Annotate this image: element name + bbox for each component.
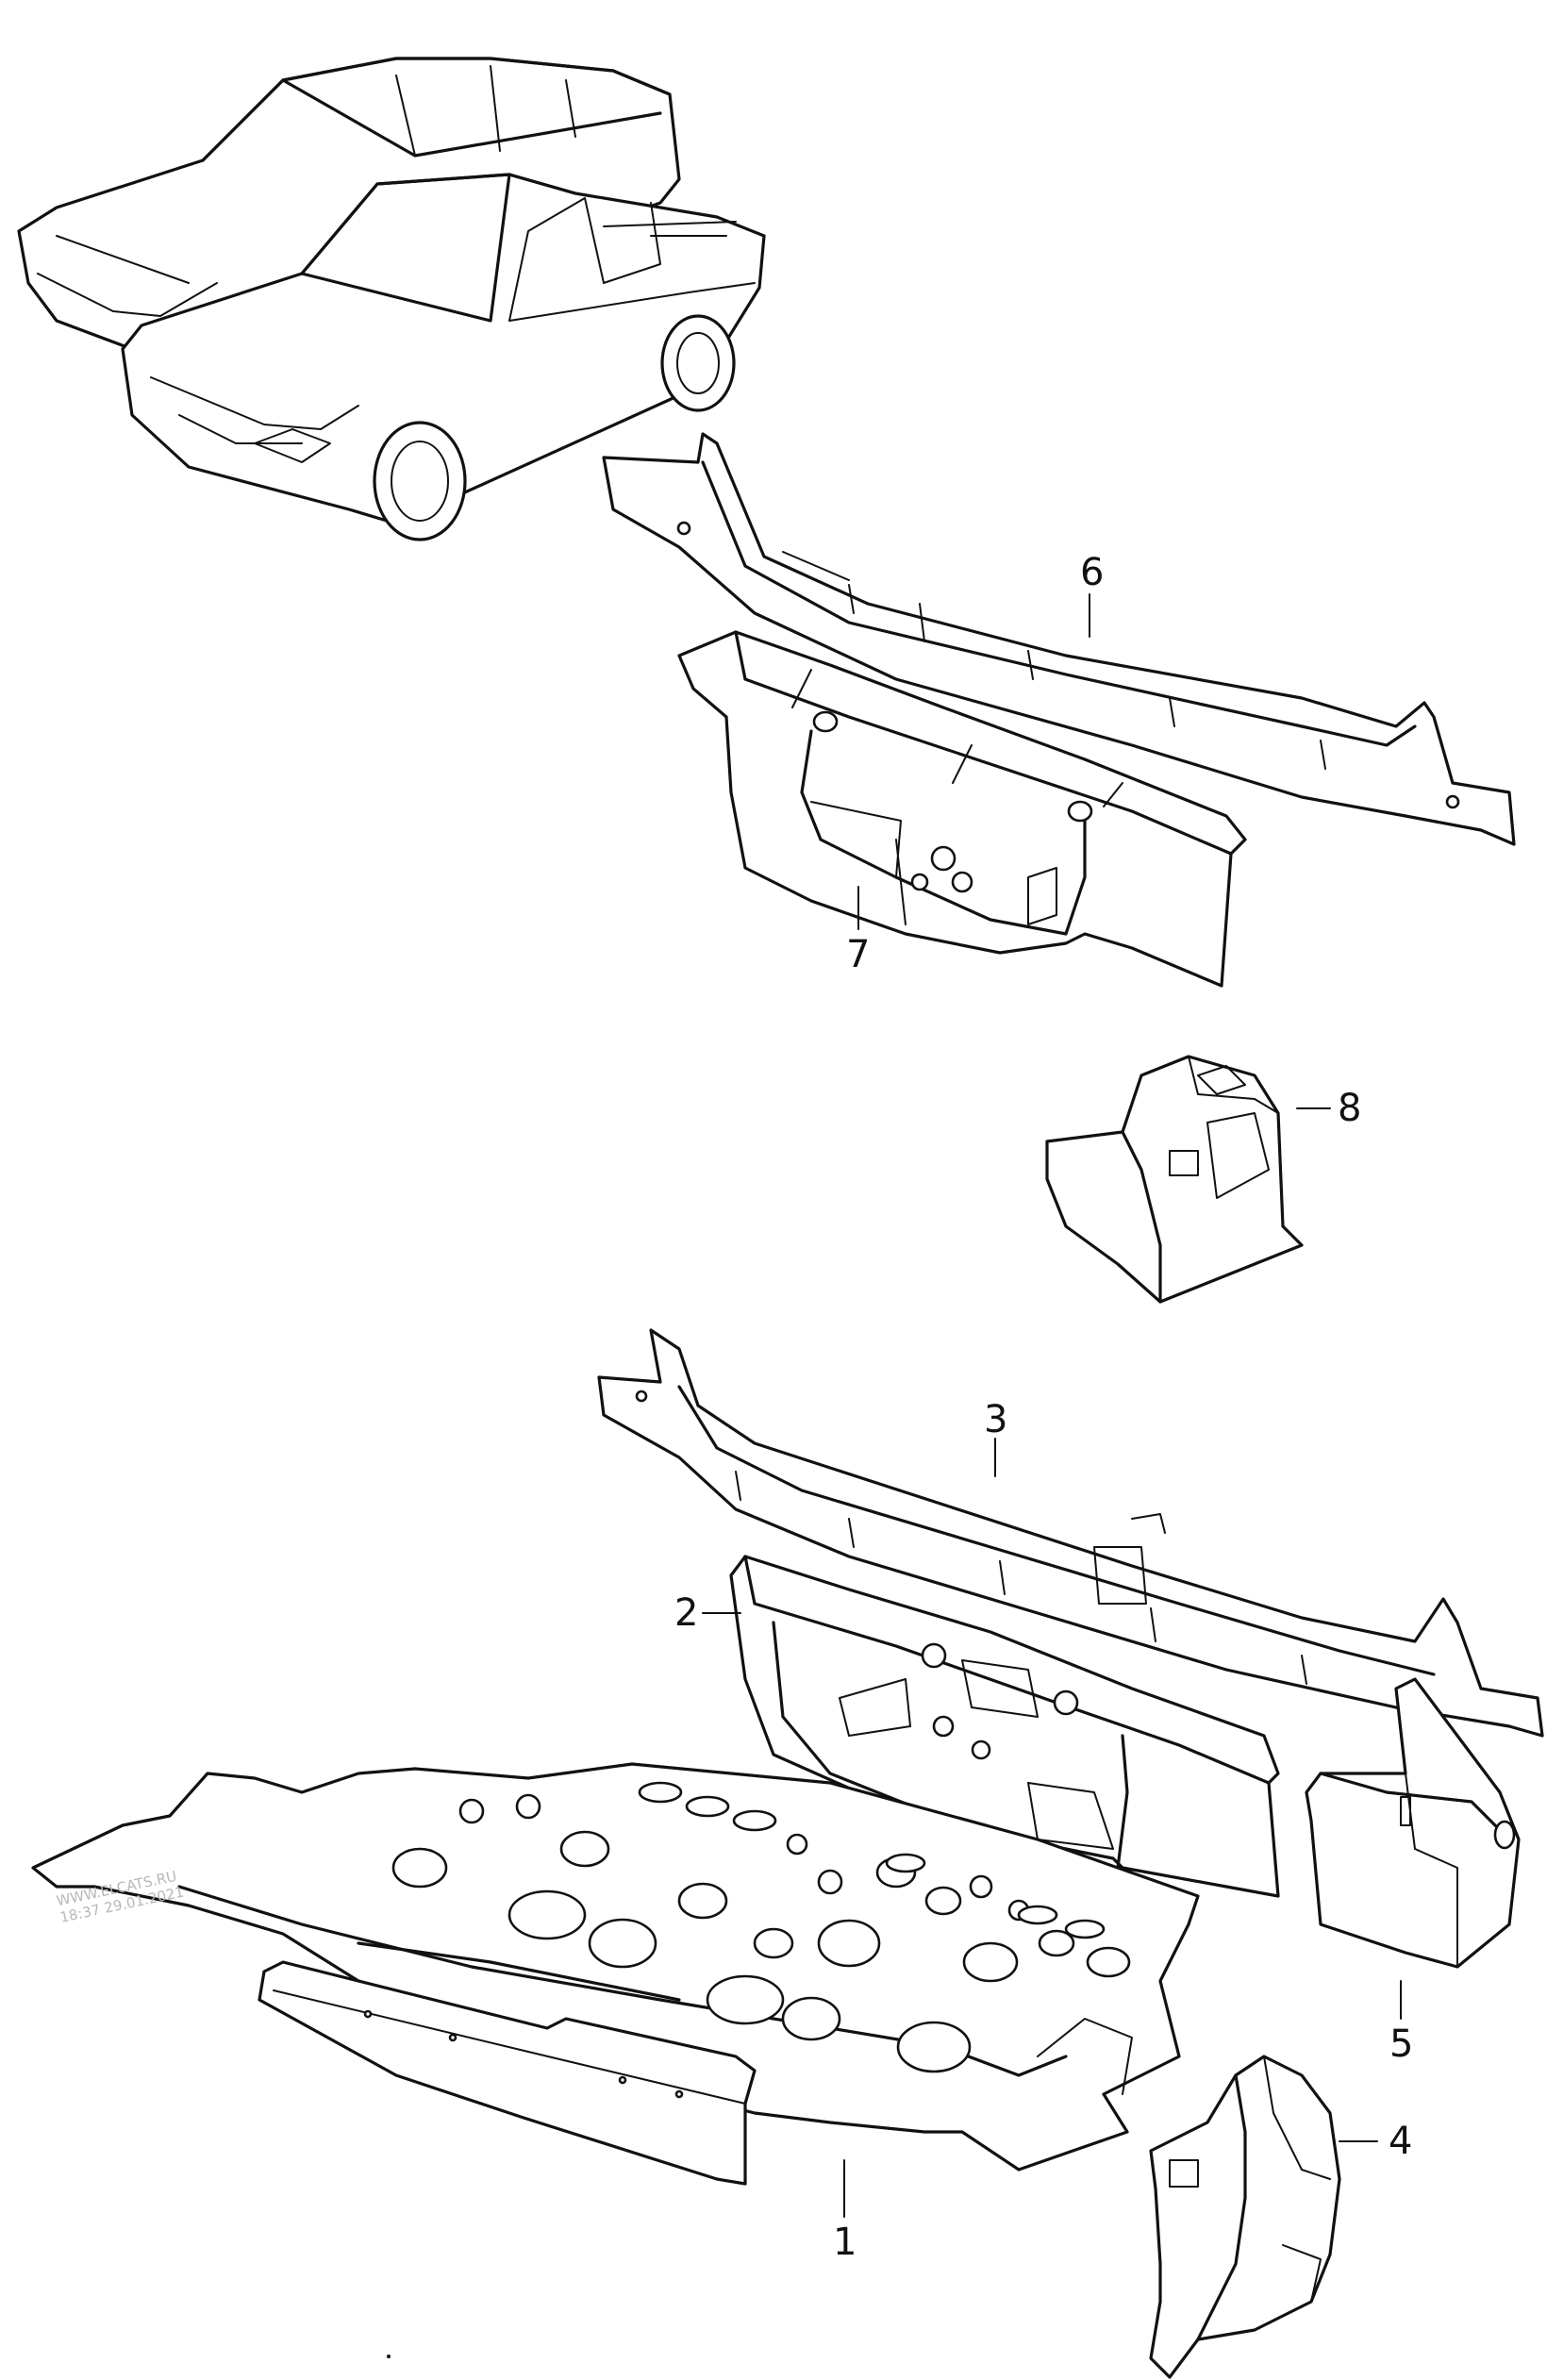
callout-3: 3	[984, 1398, 1007, 1441]
rear-wheel	[660, 314, 736, 412]
callout-5: 5	[1389, 2022, 1413, 2066]
callout-6: 6	[1080, 551, 1104, 594]
sedan-outline	[121, 173, 766, 541]
vehicle-illustration	[17, 57, 766, 541]
part-3-cross-rail	[597, 1328, 1544, 1738]
wagon-outline	[17, 57, 681, 365]
floor-reinforcement-strip	[258, 1960, 757, 2186]
callout-4: 4	[1389, 2120, 1412, 2163]
part-7-rear-panel	[677, 630, 1247, 988]
callout-leaders	[702, 593, 1402, 2218]
part-6-cross-rail	[602, 432, 1516, 846]
part-1-floor-pan	[31, 1762, 1200, 2172]
callout-2: 2	[674, 1591, 698, 1635]
part-8-bracket	[1045, 1055, 1304, 1304]
callout-1: 1	[833, 2221, 857, 2264]
front-wheel	[373, 421, 467, 541]
callout-8: 8	[1338, 1087, 1361, 1130]
part-5-side-panel	[1305, 1677, 1521, 1969]
stray-dot	[387, 2355, 391, 2358]
callout-7: 7	[846, 933, 870, 976]
part-4-side-bracket	[1149, 2055, 1341, 2379]
